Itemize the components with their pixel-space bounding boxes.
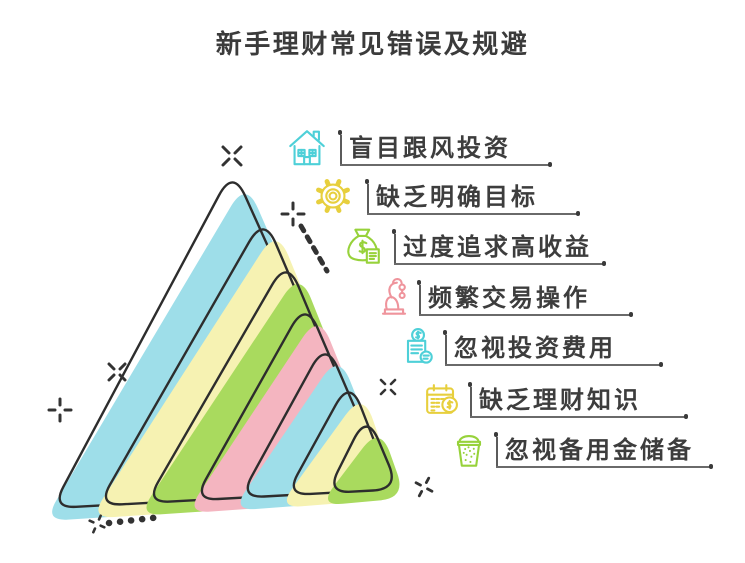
label-end-dot — [658, 362, 663, 367]
label-underline — [419, 314, 630, 316]
sparkle-x-icon — [379, 378, 397, 396]
label-end-dot — [575, 211, 580, 216]
fees-receipt-icon — [406, 328, 433, 364]
label-underline — [470, 416, 685, 418]
label-underline — [340, 164, 549, 166]
label-end-dot — [683, 414, 688, 419]
label-end-dot — [708, 464, 713, 469]
label-tick — [419, 285, 421, 315]
dashed-stroke-icon — [298, 223, 330, 274]
pyramid-layer-7-fill — [327, 437, 400, 505]
house-icon — [289, 130, 325, 166]
label-start-dot — [337, 130, 343, 135]
label-underline — [445, 364, 660, 366]
sparkle-burst-icon — [414, 476, 434, 498]
gear-icon — [316, 179, 350, 213]
label-end-dot — [601, 261, 606, 266]
label-start-dot — [442, 330, 448, 335]
sparkle-burst-icon — [47, 397, 73, 423]
label-tick — [470, 387, 472, 417]
label-tick — [340, 135, 342, 165]
label-tick — [394, 234, 396, 264]
label-end-dot — [628, 312, 633, 317]
dotted-stroke-icon — [105, 513, 165, 527]
label-underline — [394, 263, 603, 265]
label-underline — [496, 466, 710, 468]
item-label: 盲目跟风投资 — [349, 135, 511, 162]
label-tick — [445, 335, 447, 365]
sparkle-burst-icon — [88, 514, 106, 534]
sparkle-burst-icon — [280, 201, 306, 227]
label-start-dot — [416, 280, 422, 285]
label-start-dot — [467, 382, 473, 387]
savings-bucket-icon — [456, 435, 482, 467]
money-bag-icon — [347, 228, 380, 264]
item-label: 缺乏明确目标 — [376, 184, 538, 211]
label-underline — [367, 213, 577, 215]
label-end-dot — [547, 162, 552, 167]
item-label: 忽视投资费用 — [454, 335, 616, 362]
page-title: 新手理财常见错误及规避 — [215, 29, 530, 59]
item-label: 过度追求高收益 — [403, 234, 592, 261]
sparkle-x-icon — [107, 362, 127, 382]
label-tick — [367, 184, 369, 214]
item-label: 忽视备用金储备 — [505, 437, 694, 464]
item-label: 频繁交易操作 — [428, 285, 590, 312]
calendar-coin-icon — [426, 384, 458, 414]
trading-machine-icon — [381, 278, 407, 315]
label-start-dot — [364, 179, 370, 184]
pyramid-layer-7 — [333, 425, 393, 493]
label-tick — [496, 437, 498, 467]
item-label: 缺乏理财知识 — [479, 387, 641, 414]
sparkle-x-icon — [221, 145, 243, 167]
label-start-dot — [391, 229, 397, 234]
label-start-dot — [493, 432, 499, 437]
